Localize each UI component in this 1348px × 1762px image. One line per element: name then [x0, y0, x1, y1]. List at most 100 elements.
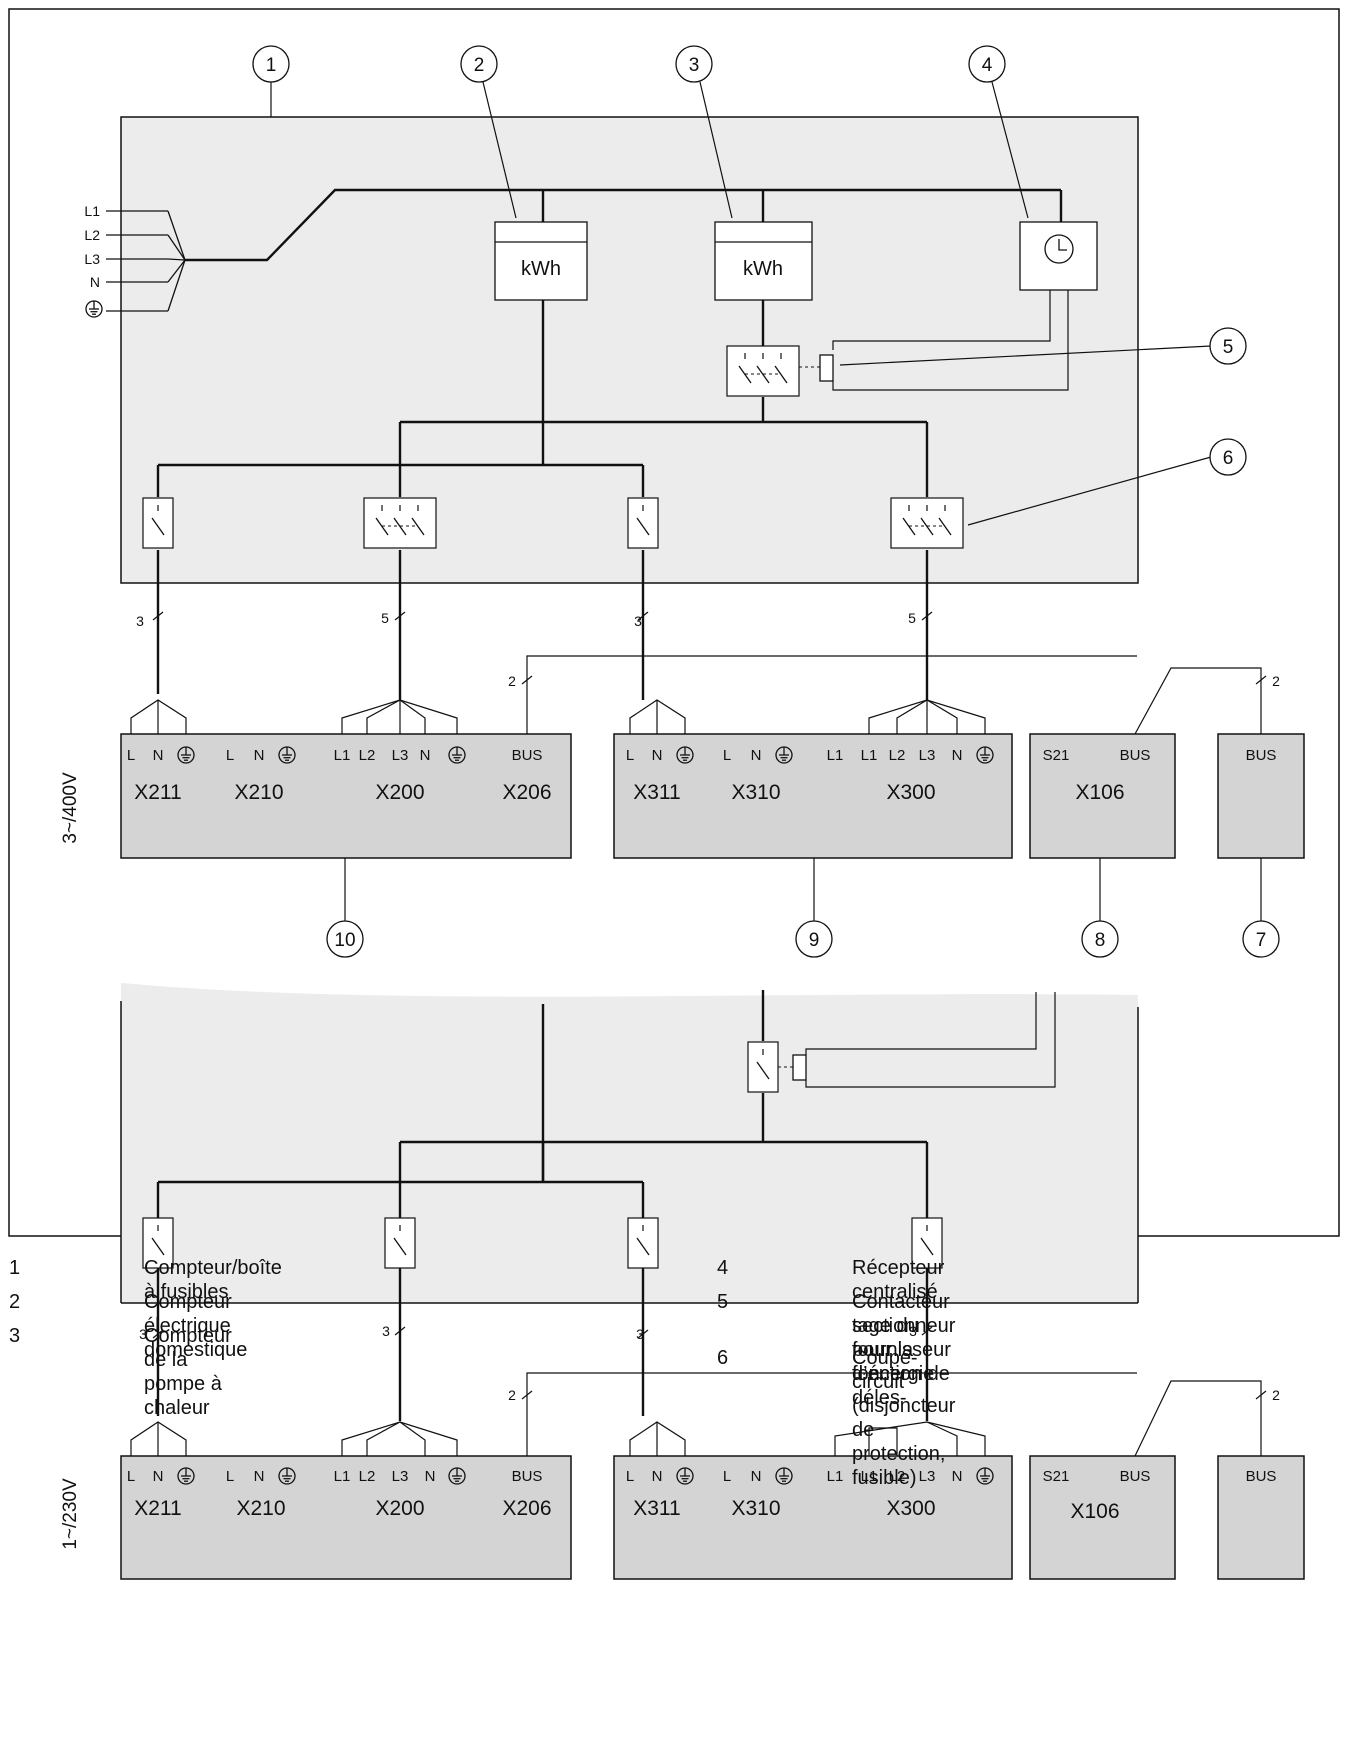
clock-icon	[1044, 234, 1074, 264]
terminal-label: N	[425, 1468, 436, 1485]
terminal-label: L1	[827, 1468, 844, 1485]
terminal-box-8-top	[1029, 733, 1176, 859]
legend-text: Compteur électrique domestique	[144, 1291, 248, 1361]
callout-7	[1242, 920, 1280, 958]
legend-number: 6	[717, 1347, 729, 1369]
connector-name: X211	[134, 781, 182, 804]
callout-number: 9	[809, 930, 820, 951]
terminal-label: L	[226, 1468, 234, 1485]
terminal-label: L	[127, 1468, 135, 1485]
callout-5	[1209, 327, 1247, 365]
connector-name: X211	[134, 1497, 182, 1520]
wire-count: 2	[1272, 1387, 1280, 1403]
terminal-label: L1	[827, 747, 844, 764]
terminal-box-7-bottom	[1217, 1455, 1305, 1580]
callout-9	[795, 920, 833, 958]
terminal-label: N	[751, 1468, 762, 1485]
connector-name: X206	[502, 1497, 551, 1520]
terminal-label: N	[952, 1468, 963, 1485]
terminal-label: L	[723, 747, 731, 764]
callout-number: 4	[982, 55, 993, 76]
legend-text: Coupe-circuit (disjoncteur de protection…	[852, 1347, 956, 1489]
terminal-label: BUS	[512, 747, 543, 764]
voltage-label-single-phase: 1~/230V	[60, 1478, 81, 1550]
fuse-x311-bottom	[627, 1217, 659, 1269]
legend-number: 5	[717, 1291, 729, 1313]
fuse-x300	[890, 497, 964, 549]
terminal-label: BUS	[1246, 747, 1277, 764]
callout-number: 6	[1223, 448, 1234, 469]
wire-count: 2	[508, 673, 516, 689]
terminal-label: BUS	[1120, 1468, 1151, 1485]
callout-number: 10	[334, 930, 355, 951]
connector-name: X210	[236, 1497, 285, 1520]
terminal-label: L	[626, 1468, 634, 1485]
voltage-label-three-phase: 3~/400V	[60, 772, 81, 844]
terminal-label: N	[652, 747, 663, 764]
legend-text: Contacteur sectionneur pour la fonction …	[852, 1291, 956, 1409]
fuse-x311	[627, 497, 659, 549]
connector-name: X106	[1075, 781, 1124, 804]
legend-text: Récepteur centralisé	[852, 1257, 945, 1303]
fuse-x200-bottom	[384, 1217, 416, 1269]
terminal-label: N	[751, 747, 762, 764]
terminal-label: S21	[1043, 747, 1070, 764]
terminal-label: L	[723, 1468, 731, 1485]
wire-count: 3	[139, 1326, 147, 1342]
load-shedding-contactor	[726, 345, 834, 397]
terminal-label: BUS	[1120, 747, 1151, 764]
callout-number: 5	[1223, 337, 1234, 358]
connector-name: X311	[633, 1497, 681, 1520]
wire-count: 3	[382, 1323, 390, 1339]
terminal-label: L3	[392, 747, 409, 764]
terminal-label: L	[626, 747, 634, 764]
supply-line-label: L3	[84, 251, 100, 267]
wire-count: 2	[508, 1387, 516, 1403]
callout-number: 1	[266, 55, 277, 76]
terminal-label: L2	[889, 1468, 906, 1485]
connector-name: X200	[375, 1497, 424, 1520]
meter-unit-label: kWh	[743, 258, 783, 280]
callout-10	[326, 920, 364, 958]
supply-line-label: L2	[84, 227, 100, 243]
connector-name: X106	[1070, 1500, 1119, 1523]
legend-text: tage du fournisseur d’énergie	[852, 1315, 951, 1385]
wire-count: 2	[1272, 673, 1280, 689]
callout-number: 8	[1095, 930, 1106, 951]
terminal-label: L1	[861, 747, 878, 764]
terminal-box-7-top	[1217, 733, 1305, 859]
callout-4	[968, 45, 1006, 83]
wire-count: 5	[381, 610, 389, 626]
connector-name: X200	[375, 781, 424, 804]
terminal-label: N	[420, 747, 431, 764]
legend-text: Compteur/boîte à fusibles	[144, 1257, 282, 1303]
callout-number: 2	[474, 55, 485, 76]
terminal-label: N	[254, 747, 265, 764]
fuse-x211	[142, 497, 174, 549]
terminal-label: L	[127, 747, 135, 764]
meter-unit-label: kWh	[521, 258, 561, 280]
legend-number: 2	[9, 1291, 21, 1313]
terminal-label: L3	[919, 1468, 936, 1485]
callout-6	[1209, 438, 1247, 476]
ground-icon	[85, 300, 103, 318]
callout-1	[252, 45, 290, 83]
terminal-label: S21	[1043, 1468, 1070, 1485]
terminal-label: N	[153, 1468, 164, 1485]
connector-name: X311	[633, 781, 681, 804]
connector-name: X210	[234, 781, 283, 804]
wire-count: 5	[908, 610, 916, 626]
terminal-label: L	[226, 747, 234, 764]
connector-name: X310	[731, 1497, 780, 1520]
terminal-label: L3	[392, 1468, 409, 1485]
household-meter: kWh	[494, 221, 588, 301]
callout-3	[675, 45, 713, 83]
terminal-label: N	[153, 747, 164, 764]
terminal-box-8-bottom	[1029, 1455, 1176, 1580]
terminal-box-10-top	[120, 733, 572, 859]
fuse-x200	[363, 497, 437, 549]
callout-number: 7	[1256, 930, 1267, 951]
legend-number: 1	[9, 1257, 21, 1279]
supply-line-label: N	[90, 274, 100, 290]
